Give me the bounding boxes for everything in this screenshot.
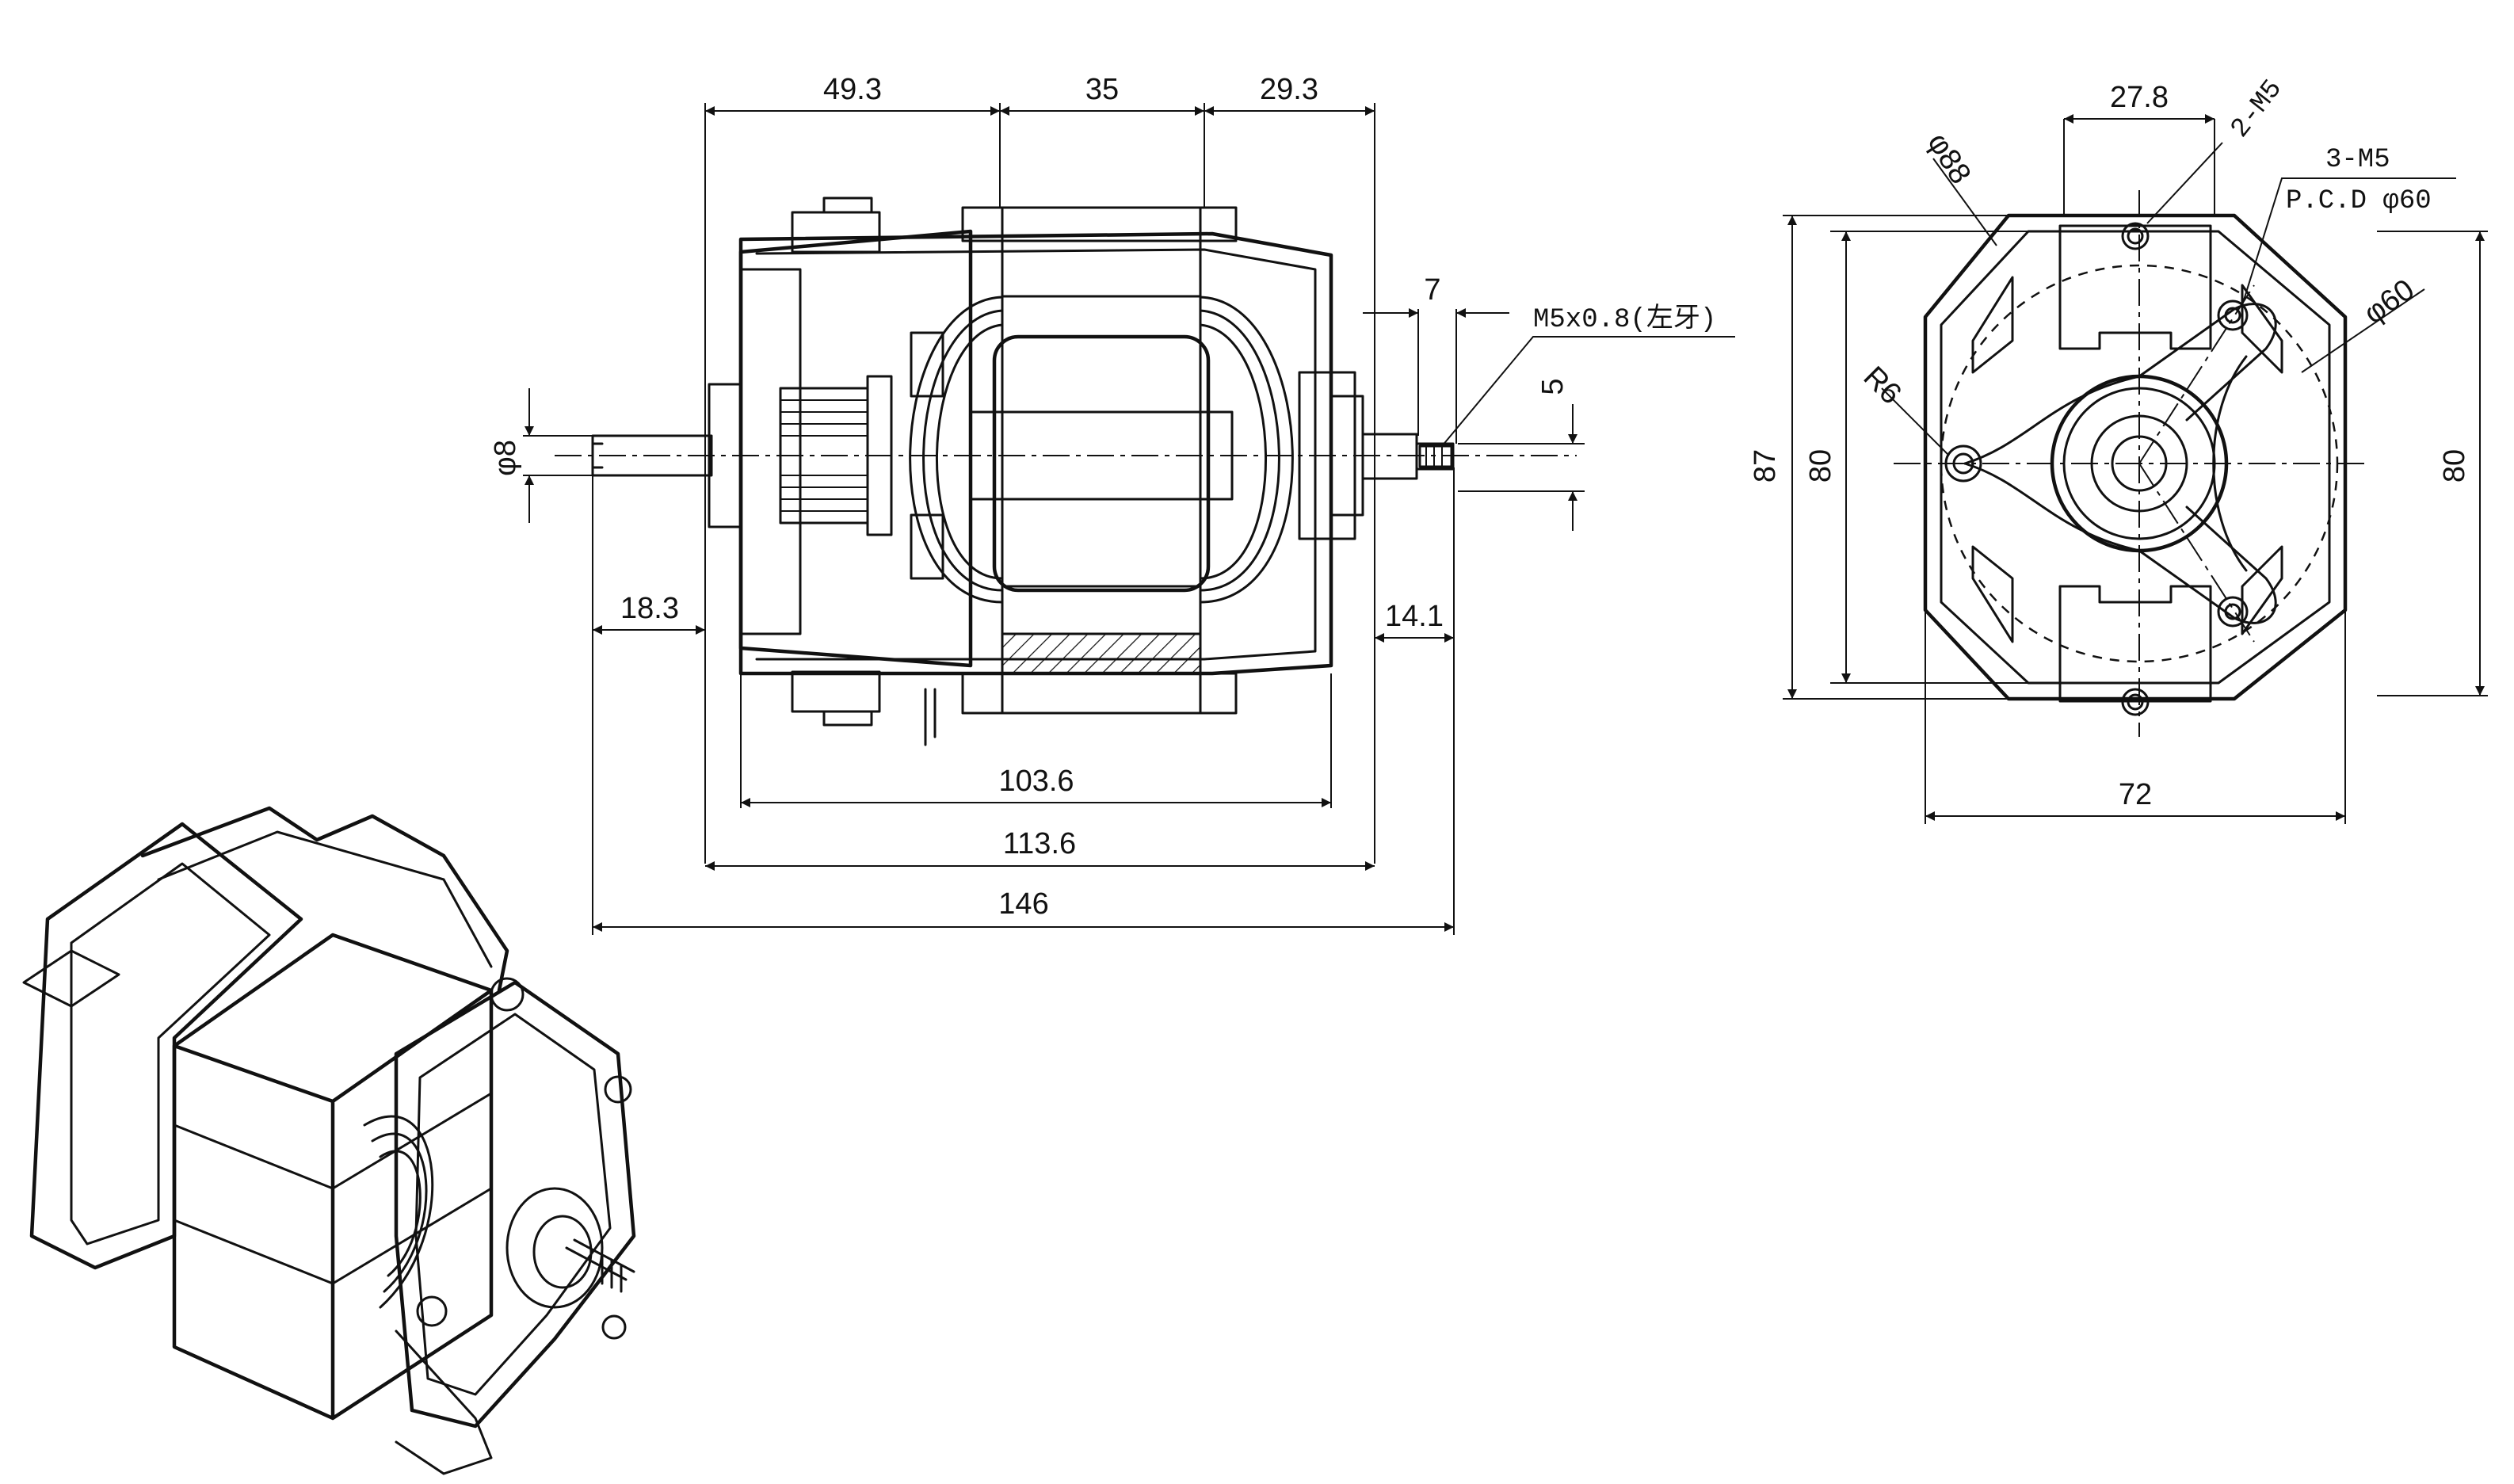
end-slot-left-top [1971, 276, 2014, 374]
bottom-tab [2058, 585, 2212, 703]
iso-shaft [22, 949, 120, 1008]
iso-lug-2 [604, 1075, 632, 1104]
dim-hole-spacing: 27.8 [2110, 81, 2169, 114]
holes-b-label: 3-M5 [2325, 145, 2390, 175]
dim-overall-1: 103.6 [998, 765, 1074, 798]
stator [961, 206, 1238, 715]
dim-overall-2: 113.6 [1003, 827, 1076, 860]
dim-overall-3: 146 [998, 887, 1048, 921]
end-slot-left-bottom [1971, 545, 2014, 643]
isometric-view [22, 806, 636, 1475]
brush-lead [924, 688, 937, 746]
outer-diameter-label: φ88 [1921, 128, 1977, 190]
dim-thread-offset: 5 [1536, 378, 1570, 395]
end-housing [1923, 213, 2348, 701]
pcd-label: P.C.D φ60 [2286, 186, 2432, 216]
dim-end-width: 72 [2119, 778, 2152, 811]
iso-lug-1 [490, 977, 525, 1012]
iso-bracket [140, 806, 509, 993]
left-end-cap [708, 196, 973, 727]
dim-thread-length: 7 [1424, 273, 1440, 307]
holes-a-label: 2-M5 [2226, 74, 2289, 144]
end-slot-right-top [2241, 284, 2283, 374]
top-tab [2058, 224, 2212, 350]
boss-radius-label: R6 [1857, 361, 1908, 411]
thread-spec-label: M5x0.8(左牙) [1533, 303, 1716, 335]
dim-shaft-diameter: φ8 [489, 440, 522, 476]
mount-holes [1944, 222, 2249, 716]
brush-holder-top [910, 331, 944, 398]
iso-lug-3 [416, 1295, 448, 1327]
field-winding [909, 296, 1294, 604]
iso-threaded-shaft [565, 1238, 635, 1293]
dim-end-height-outer: 87 [1749, 449, 1782, 483]
dim-end-height-right: 80 [2438, 449, 2471, 483]
end-view [1894, 190, 2369, 737]
dim-left-overhang: 18.3 [620, 592, 679, 625]
side-dimensions: 49.3 35 29.3 φ8 18.3 14.1 7 5 M5x0.8(左牙)… [489, 73, 1735, 935]
dim-end-height-inner: 80 [1804, 449, 1837, 483]
inner-circle-label: φ60 [2358, 273, 2421, 331]
end-dimensions: 87 80 80 72 27.8 2-M5 3-M5 P.C.D φ60 φ88… [1749, 74, 2488, 824]
iso-front-plate [394, 980, 636, 1429]
dim-top-3: 29.3 [1260, 73, 1318, 106]
iso-front-bearing [505, 1187, 604, 1309]
dim-top-1: 49.3 [823, 73, 882, 106]
iso-lug-4 [601, 1314, 627, 1340]
iso-stator [172, 933, 494, 1421]
bracket-frame [738, 231, 1333, 676]
dim-top-2: 35 [1085, 73, 1119, 106]
dim-right-overhang: 14.1 [1385, 600, 1444, 633]
armature [969, 334, 1234, 593]
brush-holder-bottom [910, 513, 944, 580]
side-view [555, 196, 1577, 746]
tri-bracket [1963, 303, 2277, 624]
iso-foot [395, 1329, 493, 1475]
